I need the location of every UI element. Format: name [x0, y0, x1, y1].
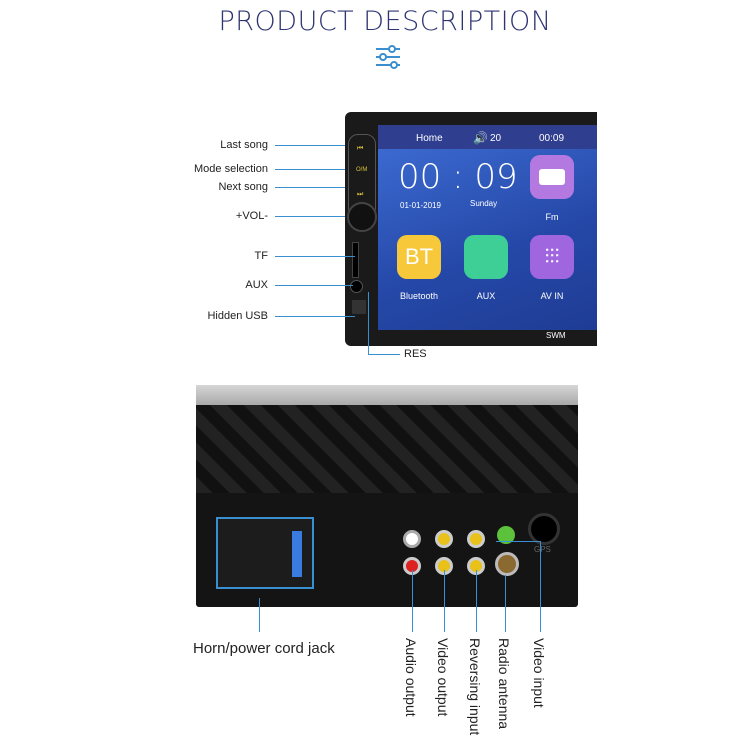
fuse — [292, 531, 302, 577]
leader-line — [444, 570, 445, 632]
heatsink-pattern — [196, 405, 578, 493]
leader-line — [275, 145, 345, 146]
speaker-icon: 🔊 — [473, 131, 488, 145]
app-label-aux: AUX — [476, 291, 496, 301]
label-hidden-usb: Hidden USB — [207, 310, 268, 322]
touch-screen[interactable]: Home 🔊 20 00:09 00 : 09 01-01-2019 Sunda… — [378, 125, 597, 330]
leader-line — [496, 541, 540, 542]
leader-line — [275, 187, 345, 188]
head-unit-rear: GPS — [196, 385, 578, 607]
label-mode-selection: Mode selection — [194, 163, 268, 175]
iso-connector[interactable] — [216, 517, 314, 589]
app-label-av-in: AV IN — [540, 291, 564, 301]
label-video-input: Video input — [531, 638, 547, 708]
date: 01-01-2019 — [400, 201, 441, 210]
gps-port[interactable] — [528, 513, 560, 545]
antenna-jack[interactable] — [495, 552, 519, 576]
radio-icon[interactable] — [530, 155, 574, 199]
leader-line — [259, 598, 260, 632]
label-volume: +VOL- — [235, 210, 268, 222]
volume-knob[interactable] — [347, 202, 377, 232]
prev-track-icon[interactable]: ⏮ — [357, 145, 364, 152]
day: Sunday — [470, 199, 498, 208]
status-time: 00:09 — [539, 133, 565, 144]
audio-out-left-jack[interactable] — [403, 530, 421, 548]
leader-line — [275, 169, 345, 170]
leader-line — [368, 354, 400, 355]
label-aux: AUX — [245, 279, 268, 291]
volume-value: 20 — [490, 133, 502, 144]
usb-port[interactable] — [352, 300, 366, 314]
home-label[interactable]: Home — [416, 133, 443, 144]
mode-button-icon[interactable]: O/M — [356, 167, 368, 173]
app-label-fm: Fm — [545, 212, 559, 222]
status-bar: Home 🔊 20 00:09 — [378, 125, 597, 149]
leader-line — [368, 292, 369, 355]
leader-line — [505, 575, 506, 632]
label-next-song: Next song — [218, 181, 268, 193]
label-audio-output: Audio output — [403, 638, 419, 717]
leader-line — [275, 256, 355, 257]
video-out-1-jack[interactable] — [435, 530, 453, 548]
label-reversing-input: Reversing input — [467, 638, 483, 736]
label-radio-antenna: Radio antenna — [496, 638, 512, 730]
big-clock: 00 : 09 — [398, 157, 518, 197]
app-label-bluetooth: Bluetooth — [399, 291, 439, 301]
leader-line — [275, 316, 355, 317]
label-last-song: Last song — [220, 139, 268, 151]
next-track-icon[interactable]: ⏭ — [357, 191, 364, 198]
rca-plugs-icon[interactable]: ⫶⫶⫶ — [530, 235, 574, 279]
aux-jack[interactable] — [350, 280, 363, 293]
label-horn-power: Horn/power cord jack — [193, 640, 335, 657]
page-title: PRODUCT DESCRIPTION — [218, 6, 552, 37]
aux-cable-icon[interactable] — [464, 235, 508, 279]
tf-slot[interactable] — [352, 242, 359, 278]
gps-label: GPS — [534, 545, 551, 554]
label-video-output: Video output — [435, 638, 451, 717]
label-tf: TF — [254, 250, 268, 262]
leader-line — [540, 541, 541, 632]
brand-logo: SWM — [546, 331, 566, 340]
label-res: RES — [404, 348, 427, 360]
bluetooth-app-icon[interactable]: BT — [397, 235, 441, 279]
sliders-icon — [376, 45, 400, 69]
ground-icon — [497, 526, 515, 544]
leader-line — [275, 216, 345, 217]
camera-in-jack[interactable] — [467, 530, 485, 548]
leader-line — [275, 285, 353, 286]
leader-line — [412, 570, 413, 632]
leader-line — [476, 570, 477, 632]
